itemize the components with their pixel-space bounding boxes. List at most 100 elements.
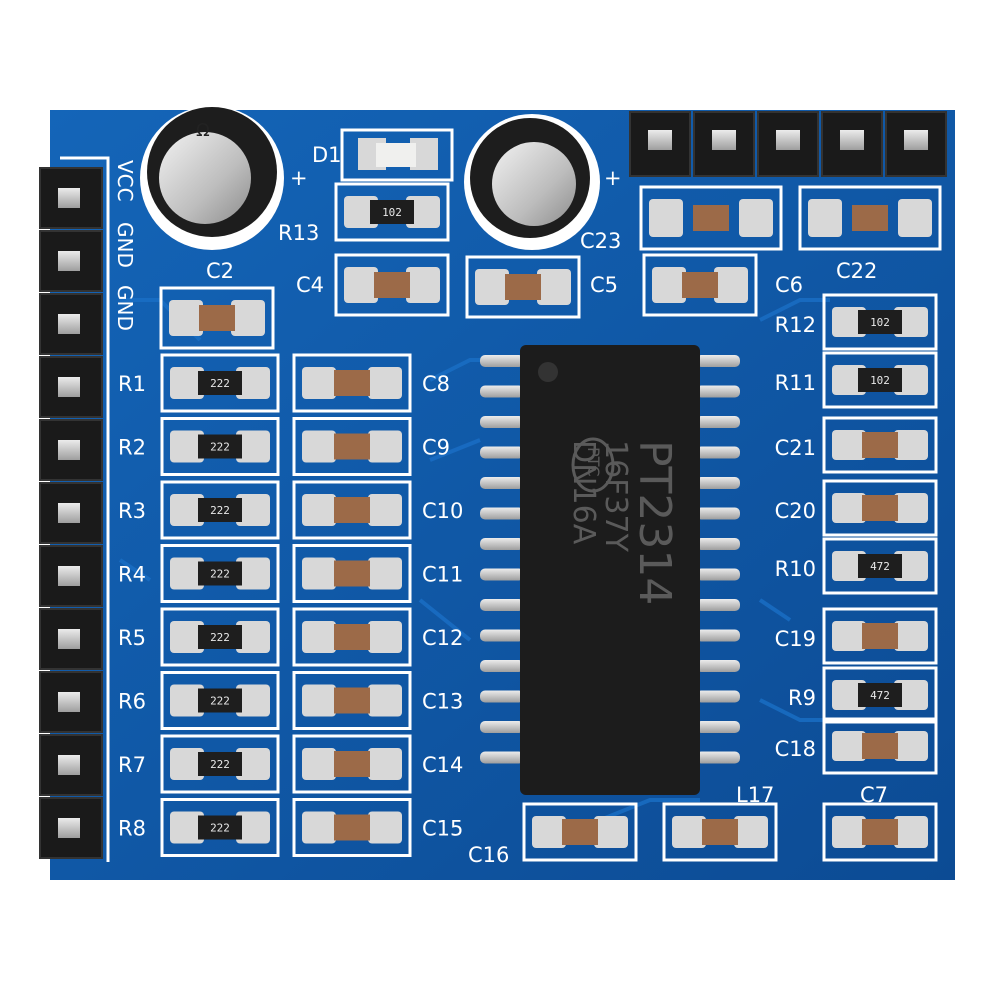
resistor-label: R5	[118, 626, 146, 650]
smd-capacitor	[292, 607, 412, 667]
chip-line-2: 16F37Y	[598, 440, 633, 553]
resistor-label: R2	[118, 436, 146, 460]
smd-capacitor	[642, 253, 758, 317]
r13-label: R13	[278, 221, 319, 245]
right-part-label: C20	[775, 499, 816, 523]
resistor-code: 472	[870, 560, 890, 573]
chip-pin	[696, 660, 740, 672]
chip-pin	[696, 690, 740, 703]
chip-pin	[696, 751, 740, 764]
smd-capacitor	[639, 185, 783, 251]
header-labels: VCC GND GND	[113, 160, 137, 331]
header-pin	[39, 608, 103, 670]
capacitor-label: C14	[422, 753, 463, 777]
header-pin	[39, 419, 103, 481]
header-pin	[39, 230, 103, 292]
c2-label: C2	[206, 259, 234, 283]
plus-sign-left: +	[290, 166, 308, 190]
smd-resistor: 222	[160, 671, 280, 730]
smd-resistor: 222	[160, 353, 280, 413]
l17-label: L17	[736, 783, 774, 807]
chip-pin	[696, 477, 740, 489]
smd-resistor: 222	[160, 480, 280, 540]
header-pin-top	[821, 111, 883, 177]
smd-resistor: 472	[822, 666, 938, 724]
smd-resistor: 102	[822, 293, 938, 351]
c5-label: C5	[590, 273, 618, 297]
c4-label: C4	[296, 273, 324, 297]
chip-pin	[480, 416, 524, 428]
capacitor-label: C10	[422, 499, 463, 523]
chip-pin	[480, 690, 524, 703]
c6-label: C6	[775, 273, 803, 297]
c16-label: C16	[468, 843, 509, 867]
header-pin	[39, 356, 103, 418]
electrolytic-capacitor-right: +	[464, 114, 622, 250]
smd-capacitor	[292, 671, 412, 730]
resistor-code: 222	[210, 568, 230, 581]
chip-pin	[480, 599, 524, 611]
capacitor-label: C15	[422, 817, 463, 841]
chip-pin	[696, 721, 740, 733]
chip-pin	[480, 751, 524, 764]
resistor-code: 222	[210, 441, 230, 454]
chip-pin	[480, 355, 524, 367]
smd-resistor: 222	[160, 798, 280, 857]
electrolytic-capacitor-left: Ω +	[140, 106, 308, 250]
pt2314-chip: PT2314 16F37Y DN16A PTC	[480, 345, 740, 795]
chip-pin	[696, 355, 740, 367]
resistor-code: 222	[210, 822, 230, 835]
chip-part-number: PT2314	[629, 440, 680, 605]
right-part-label: R11	[775, 371, 816, 395]
resistor-label: R8	[118, 817, 146, 841]
header-pin-top	[629, 111, 691, 177]
smd-resistor: 102	[822, 351, 938, 409]
resistor-label: R4	[118, 563, 146, 587]
resistor-code: 222	[210, 504, 230, 517]
smd-resistor: 472	[822, 537, 938, 595]
chip-pin	[480, 629, 524, 642]
led-d1: D1	[312, 128, 454, 182]
smd-resistor: 102	[334, 182, 450, 242]
smd-resistor: 222	[160, 544, 280, 603]
smd-capacitor	[292, 417, 412, 476]
resistor-code: 222	[210, 758, 230, 771]
smd-capacitor	[662, 802, 778, 862]
plus-sign-right: +	[604, 166, 622, 190]
capacitor-label: C8	[422, 372, 450, 396]
chip-pin	[480, 538, 524, 550]
right-part-label: R10	[775, 557, 816, 581]
gnd-label-2: GND	[113, 285, 137, 331]
c22-label: C22	[836, 259, 877, 283]
resistor-label: R7	[118, 753, 146, 777]
capacitor-label: C13	[422, 690, 463, 714]
resistor-code: 102	[382, 206, 402, 219]
header-outline	[60, 156, 110, 862]
header-pin-top	[693, 111, 755, 177]
resistor-code: 472	[870, 689, 890, 702]
header-pin-top	[757, 111, 819, 177]
chip-pin	[696, 385, 740, 398]
chip-pin	[480, 568, 524, 581]
resistor-code: 222	[210, 695, 230, 708]
smd-capacitor	[159, 286, 275, 350]
electrolytic-mark: Ω	[196, 120, 210, 141]
chip-pin	[696, 599, 740, 611]
chip-pin	[480, 507, 524, 520]
capacitor-label: C11	[422, 563, 463, 587]
chip-pin	[480, 385, 524, 398]
left-pin-header	[39, 167, 103, 859]
resistor-code: 102	[870, 374, 890, 387]
smd-capacitor	[798, 185, 942, 251]
gnd-label: GND	[113, 222, 137, 268]
chip-pin	[696, 629, 740, 642]
resistor-label: R1	[118, 372, 146, 396]
chip-pin	[696, 507, 740, 520]
right-part-label: R9	[788, 686, 816, 710]
capacitor-label: C9	[422, 436, 450, 460]
right-part-label: R12	[775, 313, 816, 337]
smd-resistor: 222	[160, 607, 280, 667]
chip-pin	[480, 721, 524, 733]
